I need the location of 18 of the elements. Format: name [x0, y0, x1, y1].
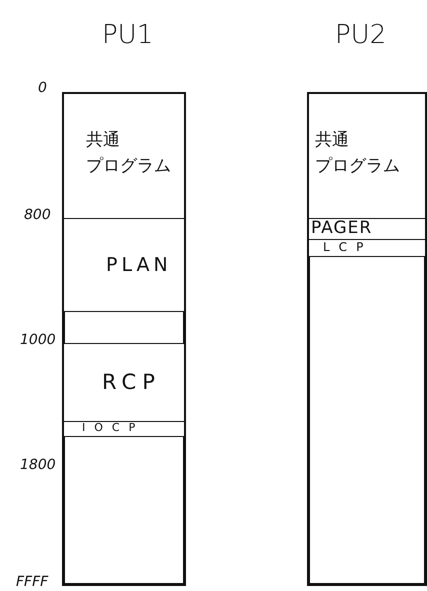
empty-segment — [64, 311, 184, 344]
empty-segment — [64, 436, 184, 584]
address-label: 1800 — [20, 457, 56, 473]
segment-label: PAGER — [311, 218, 372, 238]
address-label: 1000 — [20, 332, 56, 348]
segment-label: LCP — [323, 240, 372, 254]
empty-segment — [309, 256, 425, 584]
memory-segment — [309, 219, 425, 240]
column-heading: PU2 — [335, 20, 386, 50]
segment-label: 共通プログラム — [86, 129, 171, 178]
address-label: 800 — [24, 207, 51, 223]
segment-label: IOCP — [82, 421, 144, 434]
segment-label: PLAN — [106, 254, 172, 276]
address-label: 0 — [38, 80, 47, 96]
address-label: FFFF — [16, 574, 48, 590]
segment-label: 共通プログラム — [315, 129, 400, 178]
column-heading: PU1 — [102, 20, 154, 50]
segment-label: RCP — [102, 370, 161, 394]
